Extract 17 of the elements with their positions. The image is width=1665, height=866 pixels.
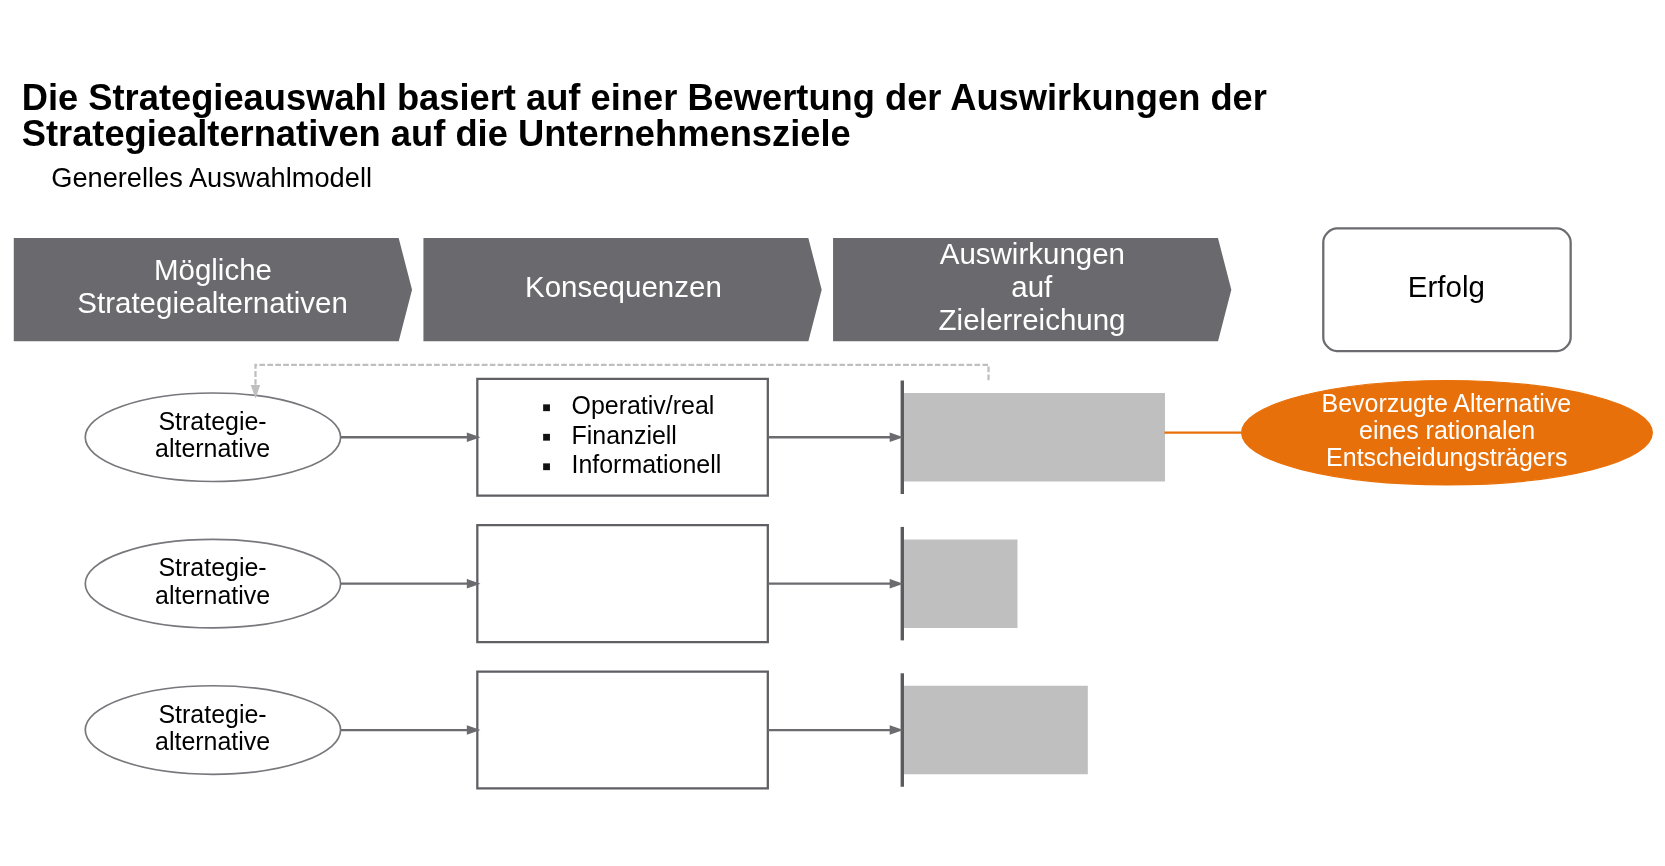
arrow: [767, 725, 904, 735]
node-ellipse: Bevorzugte Alternative eines rationalen Entscheidungsträgers: [1241, 379, 1653, 486]
label: Generelles Auswahlmodell: [51, 161, 372, 193]
node-ellipse: Strategie- alternative: [84, 538, 342, 629]
arrow: [340, 578, 481, 589]
node-ellipse: Strategie- alternative: [84, 684, 342, 776]
arrow: [340, 725, 481, 735]
node-box: [476, 524, 769, 644]
node-box: Operativ/real Finanziell Informationell: [476, 377, 769, 497]
node-ellipse: Strategie- alternative: [84, 392, 342, 483]
arrow: [340, 432, 481, 443]
arrow: [767, 578, 904, 589]
arrow: [767, 432, 904, 443]
node-box: [476, 670, 769, 790]
diagram-title: Die Strategieauswahl basiert auf einer Bewertung der Auswirkungen der Strategiealternativen auf die Unternehmensziele: [21, 76, 1267, 155]
node-box: Erfolg: [1322, 227, 1572, 353]
connector: [1164, 431, 1242, 434]
